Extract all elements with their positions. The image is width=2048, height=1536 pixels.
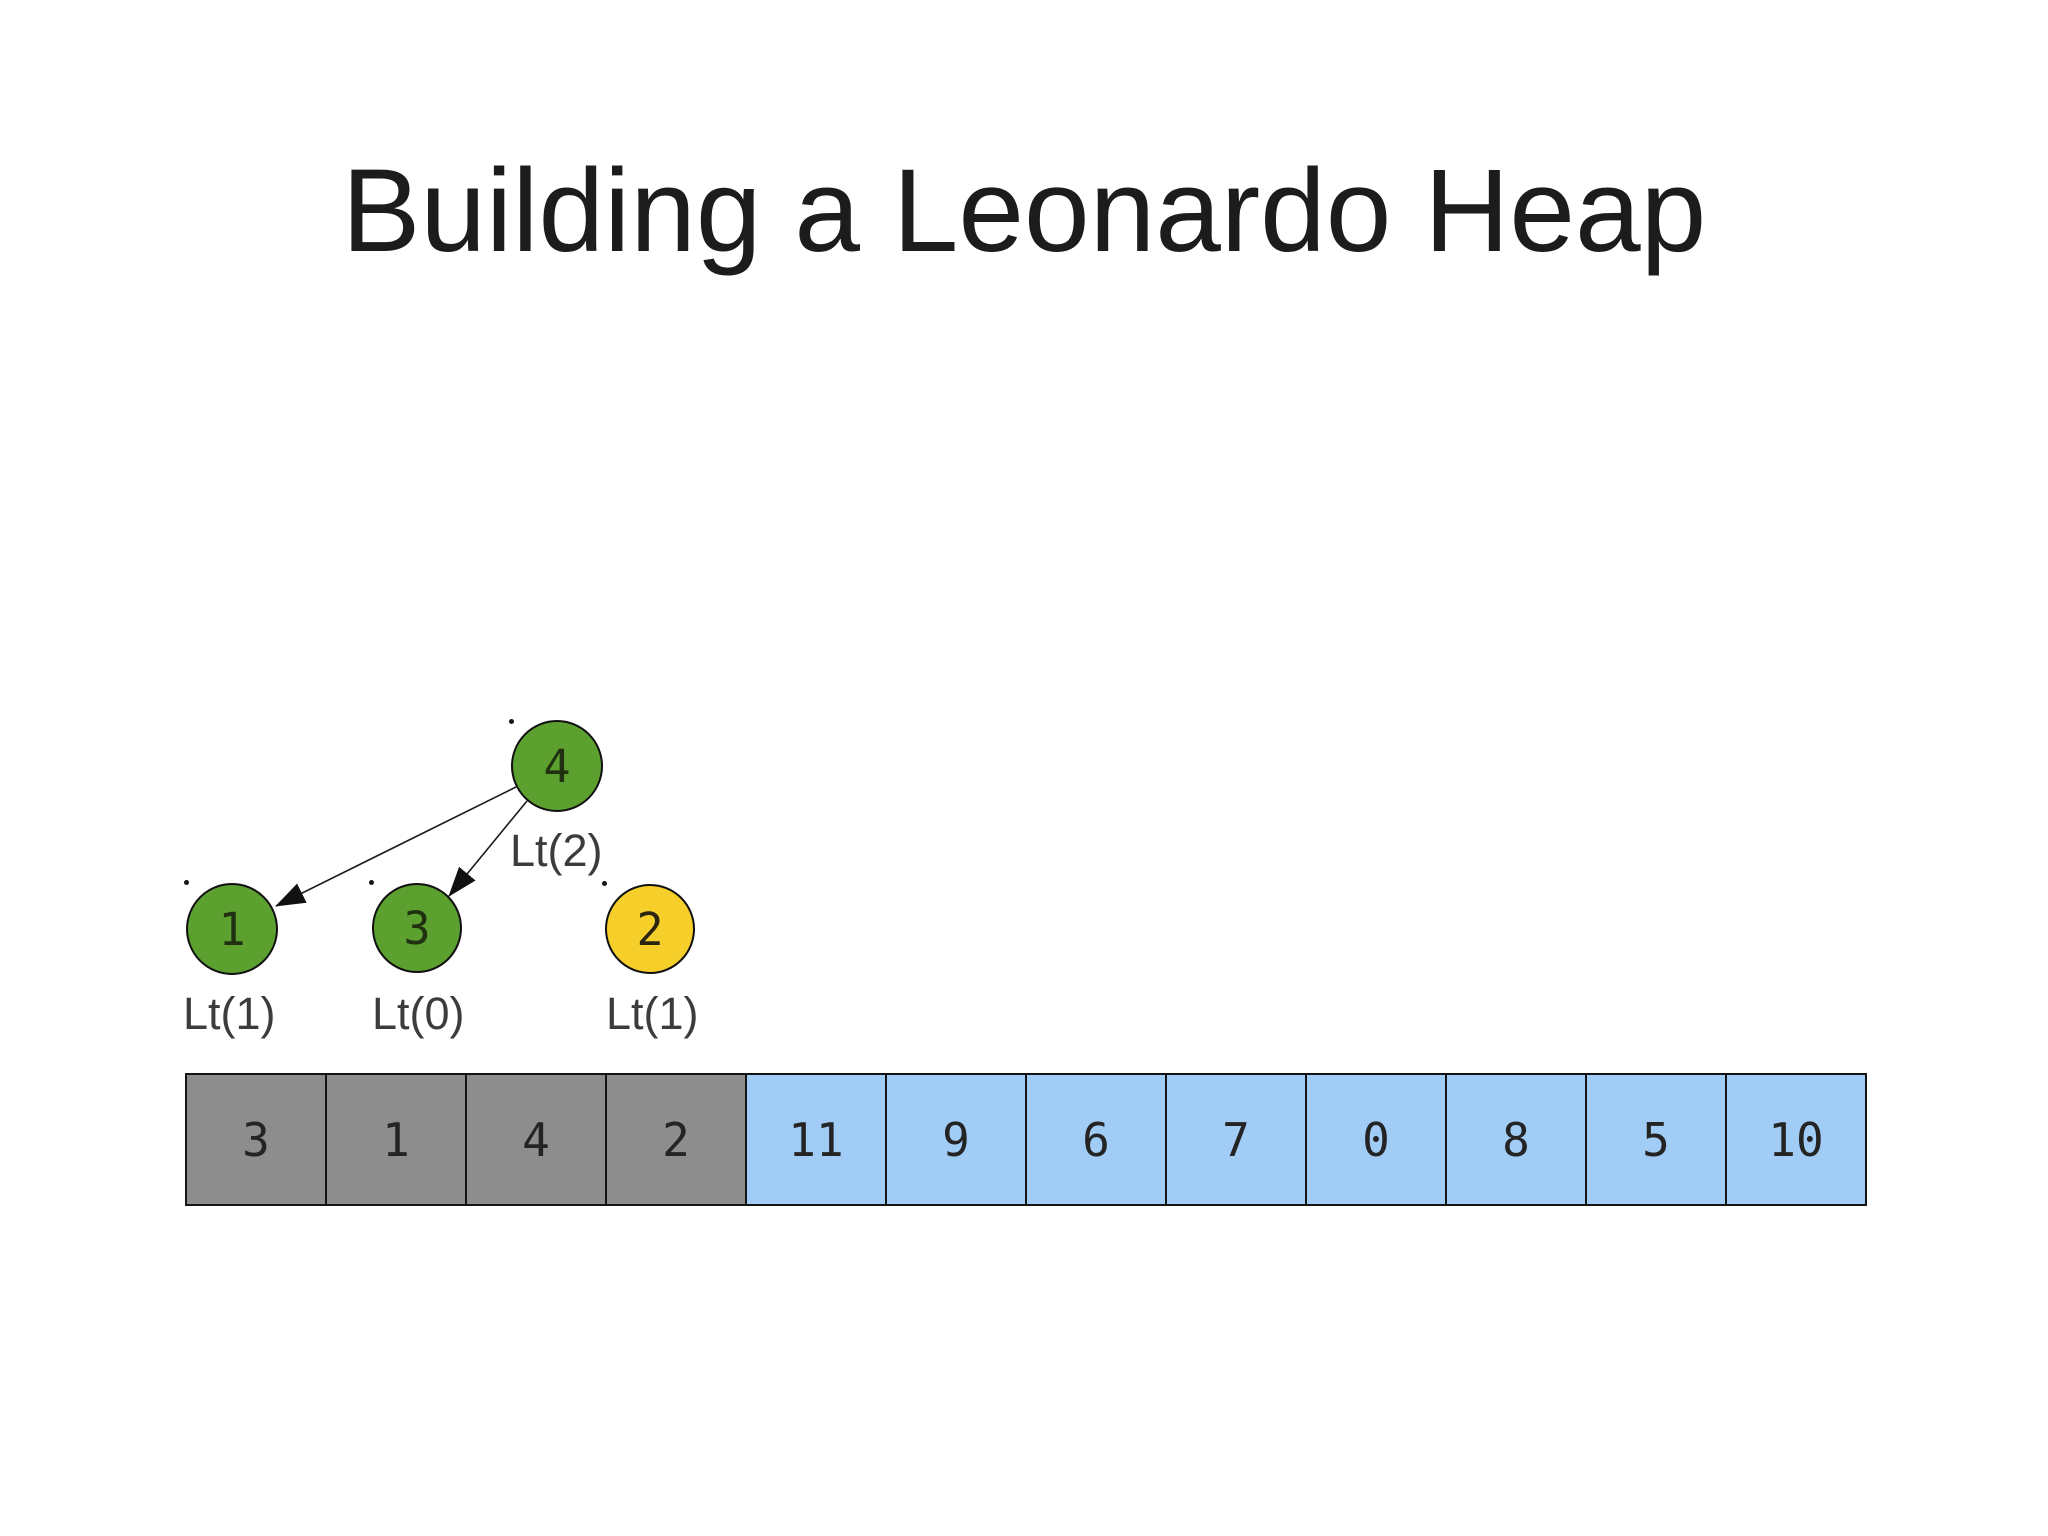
stroke-speck — [509, 719, 514, 724]
array-cell: 3 — [187, 1075, 325, 1204]
array-cell: 7 — [1165, 1075, 1305, 1204]
array-cell: 5 — [1585, 1075, 1725, 1204]
array-cell: 6 — [1025, 1075, 1165, 1204]
heap-array: 3 1 4 2 11 9 6 7 0 8 5 10 — [185, 1073, 1867, 1206]
array-cell: 11 — [745, 1075, 885, 1204]
stroke-speck — [602, 881, 607, 886]
tree-node-singleton: 2 — [605, 884, 695, 974]
tree-node-right-child: 3 — [372, 883, 462, 973]
order-label-root: Lt(2) — [510, 825, 603, 876]
tree-node-value: 3 — [403, 901, 431, 955]
tree-node-left-child: 1 — [186, 883, 278, 975]
order-label-right: Lt(0) — [372, 988, 465, 1039]
slide-title: Building a Leonardo Heap — [341, 145, 1707, 277]
array-cell: 8 — [1445, 1075, 1585, 1204]
array-cell: 10 — [1725, 1075, 1865, 1204]
array-cell: 9 — [885, 1075, 1025, 1204]
order-label-singleton: Lt(1) — [606, 988, 699, 1039]
array-cell: 0 — [1305, 1075, 1445, 1204]
order-label-left: Lt(1) — [183, 988, 276, 1039]
tree-node-root: 4 — [511, 720, 603, 812]
tree-node-value: 1 — [218, 902, 246, 956]
array-cell: 1 — [325, 1075, 465, 1204]
tree-node-value: 4 — [543, 739, 571, 793]
stroke-speck — [184, 880, 189, 885]
stroke-speck — [369, 880, 374, 885]
tree-node-value: 2 — [636, 902, 664, 956]
array-cell: 2 — [605, 1075, 745, 1204]
array-cell: 4 — [465, 1075, 605, 1204]
